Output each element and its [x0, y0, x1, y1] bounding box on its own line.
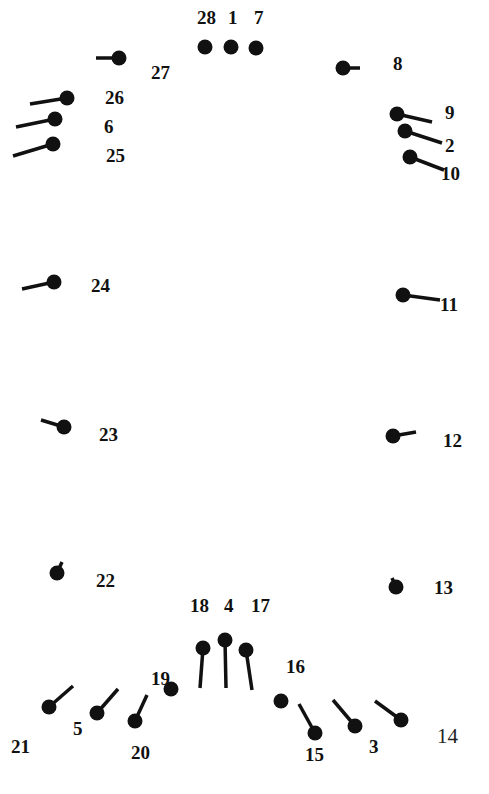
callout-number: 14: [437, 726, 458, 747]
dot: [90, 706, 105, 721]
dot: [336, 61, 351, 76]
dot: [112, 51, 127, 66]
callout-number: 9: [445, 103, 455, 122]
dot: [47, 275, 62, 290]
callout-number: 3: [369, 737, 379, 756]
dot: [46, 137, 61, 152]
callout-number: 1: [228, 8, 238, 27]
dot: [389, 580, 404, 595]
callout-number: 27: [151, 63, 170, 82]
callout-number: 16: [286, 657, 305, 676]
callout-number: 26: [105, 88, 124, 107]
dot: [274, 694, 289, 709]
callout-number: 18: [190, 596, 209, 615]
callout-number: 19: [151, 669, 170, 688]
dot: [308, 726, 323, 741]
callout-number: 24: [91, 276, 110, 295]
dot: [48, 112, 63, 127]
callout-number: 11: [440, 295, 458, 314]
callout-number: 20: [131, 743, 150, 762]
callout-number: 5: [73, 719, 83, 738]
dot: [386, 429, 401, 444]
callout-number: 10: [441, 164, 460, 183]
dot: [196, 641, 211, 656]
callout-number: 7: [254, 8, 264, 27]
dot: [394, 713, 409, 728]
callout-number: 12: [443, 431, 462, 450]
dot: [57, 420, 72, 435]
callout-number: 23: [99, 425, 118, 444]
dot: [128, 714, 143, 729]
callout-number: 17: [251, 596, 270, 615]
dot: [198, 40, 213, 55]
dot: [42, 700, 57, 715]
dot: [224, 40, 239, 55]
dot-stems: [13, 58, 444, 733]
dots: [42, 40, 418, 741]
dot: [390, 107, 405, 122]
dot: [50, 566, 65, 581]
callout-number: 15: [305, 745, 324, 764]
callout-number: 8: [393, 54, 403, 73]
callout-number: 21: [11, 737, 30, 756]
callout-number: 28: [197, 8, 216, 27]
callout-number: 2: [445, 136, 455, 155]
dot: [249, 41, 264, 56]
dot: [396, 288, 411, 303]
callout-number: 4: [224, 596, 234, 615]
callout-number: 22: [96, 571, 115, 590]
dot: [348, 719, 363, 734]
dot: [239, 643, 254, 658]
callout-number: 6: [104, 117, 114, 136]
dot: [398, 124, 413, 139]
dot: [60, 91, 75, 106]
callout-number: 25: [106, 146, 125, 165]
dot: [403, 150, 418, 165]
callout-number: 13: [434, 578, 453, 597]
dot: [218, 633, 233, 648]
